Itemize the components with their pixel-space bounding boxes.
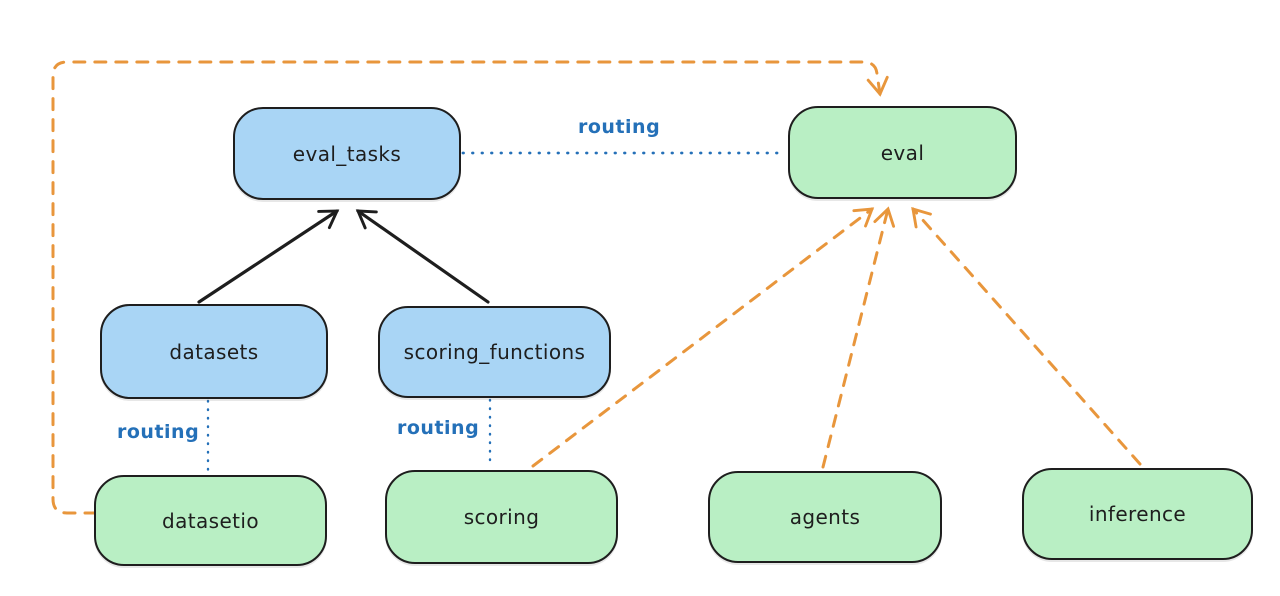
node-datasets: datasets: [100, 304, 328, 399]
node-agents-label: agents: [789, 505, 861, 529]
edge-datasetio-to-eval: [51, 60, 889, 515]
node-inference-label: inference: [1088, 502, 1187, 526]
node-datasetio: datasetio: [94, 475, 327, 566]
node-datasets-label: datasets: [169, 339, 259, 364]
node-scoring_functions: scoring_functions: [378, 306, 611, 398]
edge-label-routing-scoring_functions-scoring: routing: [397, 417, 480, 439]
node-inference: inference: [1022, 468, 1253, 560]
edge-scoring-to-eval: [531, 207, 875, 468]
edge-inference-to-eval: [911, 206, 1142, 466]
node-eval-label: eval: [880, 140, 925, 165]
node-eval_tasks-label: eval_tasks: [292, 141, 402, 166]
node-scoring_functions-label: scoring_functions: [403, 340, 586, 364]
edge-scoring_functions-to-eval_tasks: [355, 209, 490, 304]
edge-datasets-to-eval_tasks: [197, 209, 340, 304]
edge-agents-to-eval: [821, 206, 896, 469]
node-eval: eval: [788, 106, 1017, 199]
node-datasetio-label: datasetio: [161, 508, 259, 533]
edge-label-routing-eval_tasks-eval: routing: [578, 116, 661, 138]
node-agents: agents: [708, 471, 942, 563]
edge-label-routing-datasets-datasetio: routing: [117, 421, 200, 443]
node-scoring-label: scoring: [463, 505, 540, 529]
node-eval_tasks: eval_tasks: [233, 107, 461, 200]
node-scoring: scoring: [385, 470, 618, 564]
